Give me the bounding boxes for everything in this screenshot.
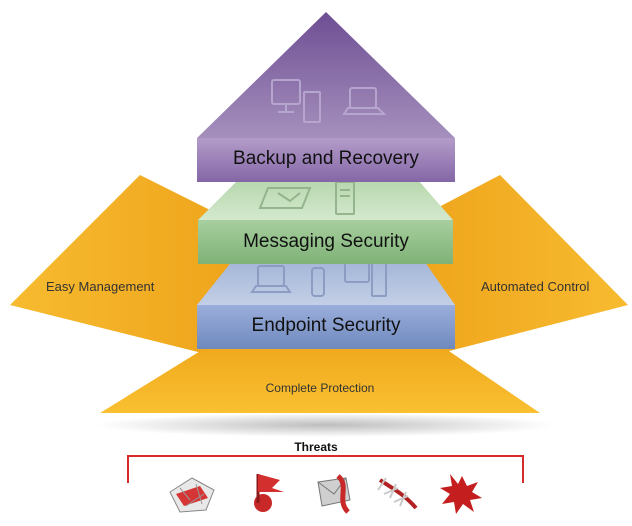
backup-layer (197, 12, 455, 182)
backup-computers-icon (271, 79, 387, 123)
threats-title: Threats (294, 440, 338, 454)
base-platform (100, 345, 540, 413)
bug-strand-icon (377, 477, 418, 510)
left-wing (10, 175, 250, 365)
base-shadow (96, 413, 556, 437)
endpoint-security-label: Endpoint Security (251, 315, 401, 336)
complete-protection-label: Complete Protection (265, 381, 375, 395)
threats-bracket (127, 455, 524, 483)
messaging-layer (198, 180, 453, 264)
automated-control-label: Automated Control (481, 279, 590, 294)
backup-and-recovery-label: Backup and Recovery (233, 148, 419, 169)
messaging-security-label: Messaging Security (243, 231, 409, 252)
envelope-virus-icon (317, 474, 351, 514)
spam-flag-icon (254, 474, 284, 512)
endpoint-layer (197, 255, 455, 349)
explosion-icon (440, 474, 482, 514)
shredded-document-icon (169, 477, 215, 513)
easy-management-label: Easy Management (46, 279, 155, 294)
